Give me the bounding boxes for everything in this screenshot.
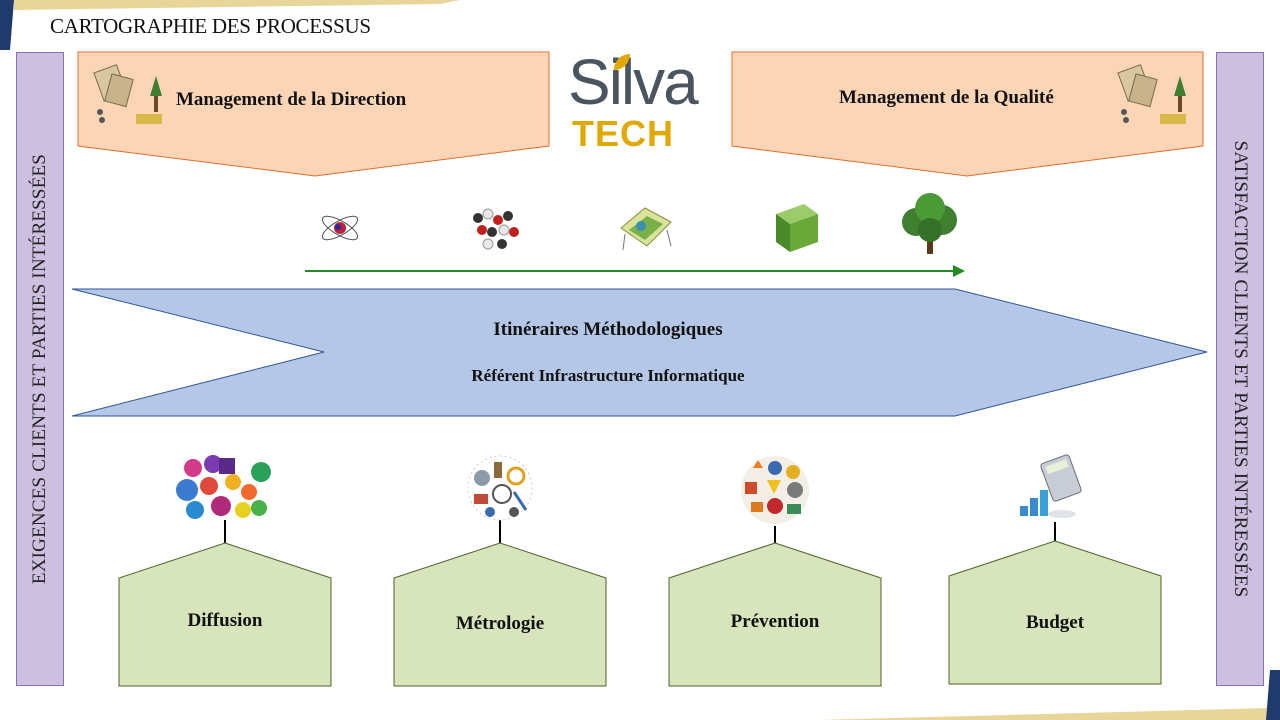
support-diffusion-label: Diffusion: [187, 610, 263, 631]
left-requirements-bar: EXIGENCES CLIENTS ET PARTIES INTÉRESSÉES: [16, 52, 64, 686]
bottom-right-navy-accent: [1266, 670, 1280, 720]
main-process-title: Itinéraires Méthodologiques: [493, 319, 723, 340]
management-qualite-label: Management de la Qualité: [839, 87, 1054, 108]
page-title: CARTOGRAPHIE DES PROCESSUS: [50, 14, 371, 38]
measurement-tools-icon: [467, 455, 533, 521]
management-qualite-shape: [731, 51, 1204, 177]
wood-block-icon: [776, 204, 818, 252]
management-direction-illustration: [93, 64, 162, 124]
management-direction-shape: [77, 51, 550, 177]
main-process-arrow: [71, 288, 1208, 417]
calculator-chart-icon: [1020, 454, 1082, 518]
support-metrologie-shape: [393, 542, 607, 687]
management-qualite-illustration: [1117, 64, 1186, 124]
support-budget-label: Budget: [1025, 612, 1085, 633]
support-prevention-label: Prévention: [730, 611, 820, 632]
top-left-gold-band: [14, 0, 460, 10]
management-direction-label: Management de la Direction: [176, 89, 407, 110]
silvatech-logo-tech: TECH: [572, 113, 674, 154]
safety-equipment-icon: [741, 456, 809, 524]
support-metrologie-label: Métrologie: [455, 613, 545, 634]
atom-icon: [321, 215, 359, 241]
tree-icon: [902, 193, 957, 254]
leaf-icon: [614, 54, 630, 70]
cell-structure-icon: [620, 207, 672, 251]
right-satisfaction-bar: SATISFACTION CLIENTS ET PARTIES INTÉRESS…: [1216, 52, 1264, 686]
support-diffusion-shape: [118, 542, 332, 687]
top-left-navy-accent: [0, 0, 14, 50]
support-prevention-shape: [668, 542, 882, 687]
progress-arrow-head: [953, 265, 965, 277]
silvatech-logo-wordmark: Silva: [568, 46, 699, 118]
bottom-right-gold-band: [820, 706, 1280, 720]
molecule-icon: [473, 208, 519, 250]
communication-bubbles-icon: [176, 455, 271, 519]
support-budget-shape: [948, 540, 1162, 685]
main-process-subtitle: Référent Infrastructure Informatique: [471, 366, 745, 385]
